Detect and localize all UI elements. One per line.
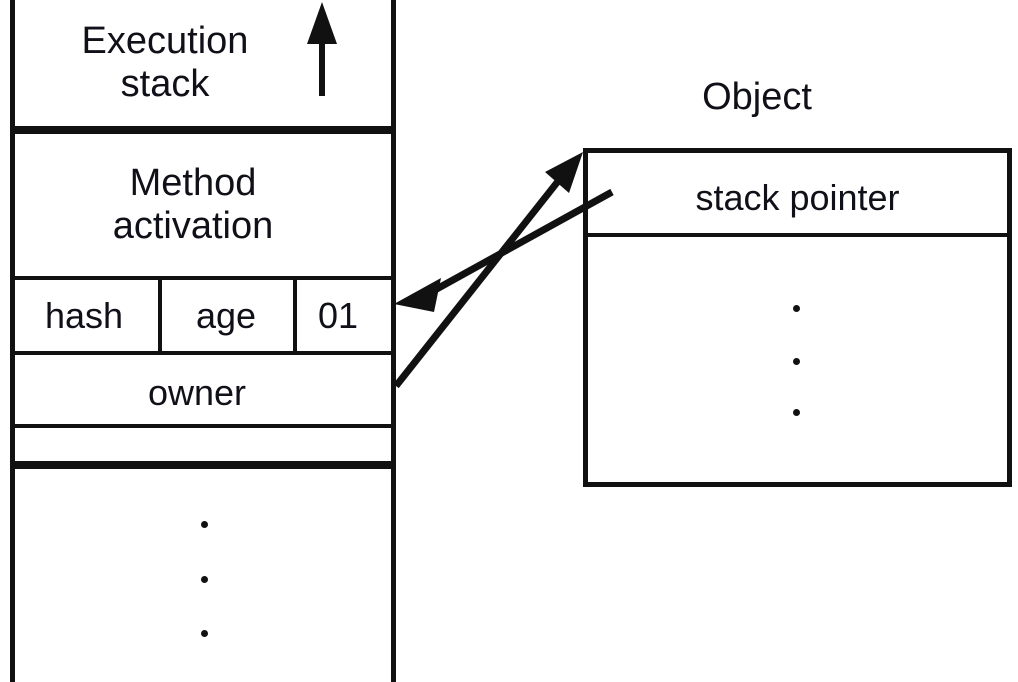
stack-ellipsis-dot-2 [201,576,208,583]
object-title: Object [702,75,812,118]
object-ellipsis-dot-2 [793,358,800,365]
object-box-divider [588,233,1007,237]
stack-field-divider-hash-age [158,280,162,351]
stack-right-border [391,0,396,682]
stack-field-age: age [195,294,257,336]
object-slot-stack-pointer: stack pointer [695,176,900,218]
stack-field-owner: owner [147,371,247,413]
execution-stack-label: Execution stack [81,20,249,105]
object-ellipsis-dot-3 [793,409,800,416]
object-to-stack-arrow [394,188,614,312]
stack-divider-top-frame [10,126,396,134]
stack-ellipsis-dot-3 [201,630,208,637]
object-ellipsis-dot-1 [793,305,800,312]
stack-divider-frame-bottom [10,461,396,469]
stack-to-object-arrow [393,152,583,389]
stack-divider-owner-top [10,351,396,355]
method-activation-label: Method activation [112,162,274,247]
stack-divider-fields [10,276,396,280]
stack-divider-owner-bottom [10,424,396,428]
stack-field-hash: hash [44,294,124,336]
stack-field-flag: 01 [317,294,359,336]
stack-field-divider-age-flag [293,280,297,351]
stack-left-border [10,0,15,682]
object-box [583,148,1012,487]
stack-ellipsis-dot-1 [201,521,208,528]
